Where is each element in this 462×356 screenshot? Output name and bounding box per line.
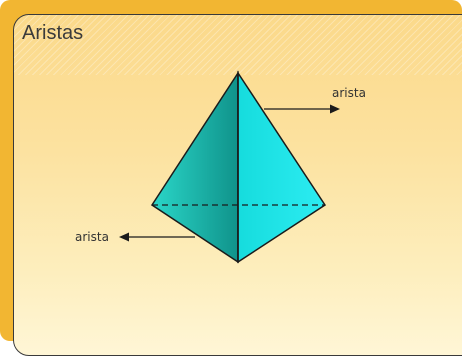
left-face (150, 70, 239, 264)
page-title: Aristas (22, 22, 84, 44)
edge-label-bottom: arista (75, 230, 109, 244)
header-stripes (14, 15, 462, 75)
right-face (237, 70, 327, 264)
tetrahedron-diagram: arista arista (75, 70, 366, 264)
edge-label-top: arista (332, 86, 366, 100)
arrowhead-top (330, 104, 340, 114)
arrowhead-bottom (119, 232, 129, 242)
